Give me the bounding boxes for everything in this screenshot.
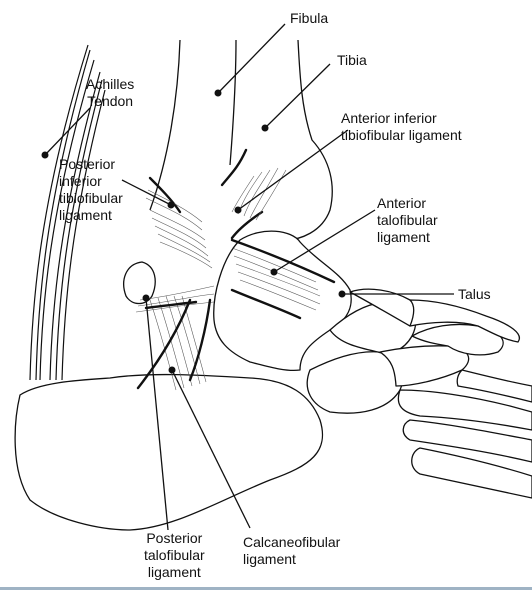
label-calcaneofibular-ligament: Calcaneofibular ligament — [243, 534, 340, 568]
label-tibia: Tibia — [337, 52, 367, 69]
label-posterior-talofibular-ligament: Posterior talofibular ligament — [144, 530, 205, 581]
label-fibula: Fibula — [290, 10, 328, 27]
talus-bone — [214, 231, 351, 370]
foot-bones — [307, 289, 532, 498]
label-achilles-tendon: Achilles Tendon — [86, 76, 134, 110]
label-talus: Talus — [458, 286, 491, 303]
posterior-process — [124, 262, 155, 304]
label-anterior-talofibular-ligament: Anterior talofibular ligament — [377, 195, 438, 246]
label-posterior-inferior-tibiofibular-ligament: Posterior inferior tibiofibular ligament — [59, 156, 123, 224]
label-anterior-inferior-tibiofibular-ligament: Anterior inferior tibiofibular ligament — [341, 110, 462, 144]
calcaneus-bone — [15, 375, 322, 530]
